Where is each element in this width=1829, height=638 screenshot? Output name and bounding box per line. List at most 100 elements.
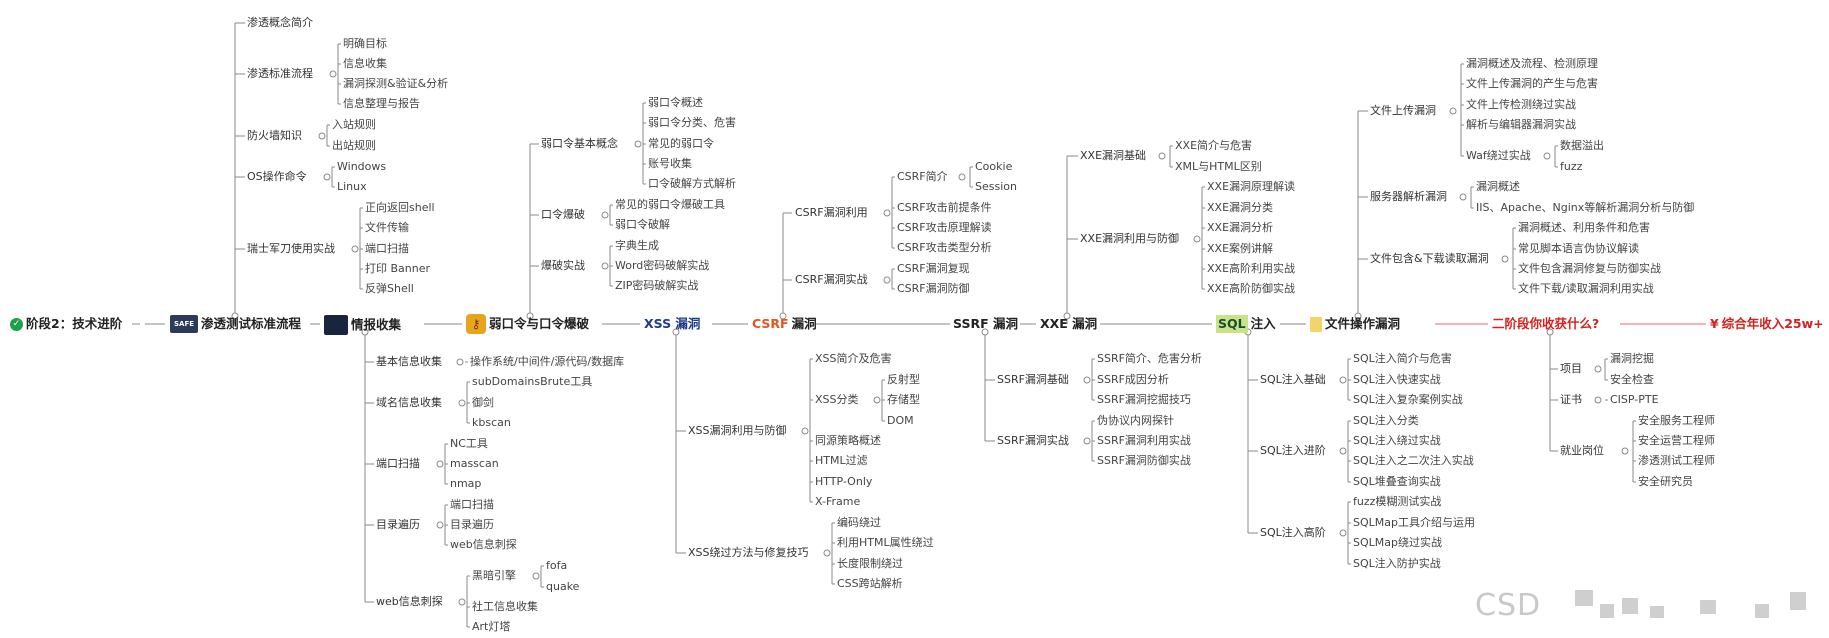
leaf-node[interactable]: 弱口令破解: [615, 218, 670, 231]
branch-node[interactable]: 口令爆破: [541, 208, 585, 221]
leaf-node[interactable]: quake: [546, 580, 580, 593]
leaf-node[interactable]: SQL注入分类: [1353, 414, 1419, 427]
branch-node[interactable]: 文件上传漏洞: [1370, 104, 1436, 117]
leaf-node[interactable]: 目录遍历: [450, 518, 494, 531]
leaf-node[interactable]: XML与HTML区别: [1175, 160, 1262, 173]
branch-node[interactable]: XXE漏洞利用与防御: [1080, 232, 1180, 245]
branch-node[interactable]: 瑞士军刀使用实战: [247, 242, 335, 255]
module-weakpwd[interactable]: ⚷ 弱口令与口令爆破: [466, 314, 589, 334]
branch-node[interactable]: 渗透概念简介: [247, 16, 313, 29]
leaf-node[interactable]: 反弹Shell: [365, 282, 414, 295]
module-sql[interactable]: SQL 注入: [1216, 315, 1276, 333]
leaf-node[interactable]: 弱口令概述: [648, 96, 703, 109]
leaf-node[interactable]: 安全研究员: [1638, 475, 1693, 488]
leaf-node[interactable]: 伪协议内网探针: [1097, 414, 1174, 427]
leaf-node[interactable]: SSRF成因分析: [1097, 373, 1169, 386]
leaf-node[interactable]: 长度限制绕过: [837, 557, 903, 570]
leaf-node[interactable]: fuzz模糊测试实战: [1353, 495, 1442, 508]
branch-node[interactable]: XSS漏洞利用与防御: [688, 424, 787, 437]
branch-node[interactable]: SSRF漏洞实战: [997, 434, 1069, 447]
branch-node[interactable]: SQL注入基础: [1260, 373, 1326, 386]
branch-node[interactable]: 证书: [1560, 393, 1582, 406]
leaf-node[interactable]: Art灯塔: [472, 620, 511, 633]
leaf-node[interactable]: 文件包含漏洞修复与防御实战: [1518, 262, 1661, 275]
module-ssrf[interactable]: SSRF 漏洞: [953, 315, 1018, 333]
leaf-node[interactable]: 数据溢出: [1560, 139, 1604, 152]
branch-node[interactable]: 端口扫描: [376, 457, 420, 470]
leaf-node[interactable]: CISP-PTE: [1610, 393, 1659, 406]
branch-node[interactable]: 爆破实战: [541, 259, 585, 272]
leaf-node[interactable]: IIS、Apache、Nginx等解析漏洞分析与防御: [1476, 201, 1695, 214]
branch-node[interactable]: SQL注入高阶: [1260, 526, 1326, 539]
leaf-node[interactable]: subDomainsBrute工具: [472, 375, 593, 388]
leaf-node[interactable]: ZIP密码破解实战: [615, 279, 699, 292]
leaf-node[interactable]: 文件下载/读取漏洞利用实战: [1518, 282, 1654, 295]
leaf-node[interactable]: 存储型: [887, 393, 920, 406]
module-pentest[interactable]: SAFE 渗透测试标准流程: [170, 315, 301, 333]
leaf-node[interactable]: SSRF漏洞挖掘技巧: [1097, 393, 1191, 406]
leaf-node[interactable]: 口令破解方式解析: [648, 177, 736, 190]
leaf-node[interactable]: 漏洞探测&验证&分析: [343, 77, 449, 90]
leaf-node[interactable]: 文件传输: [365, 221, 409, 234]
leaf-node[interactable]: 解析与编辑器漏洞实战: [1466, 118, 1576, 131]
module-xss[interactable]: XSS 漏洞: [644, 315, 700, 333]
module-xxe[interactable]: XXE 漏洞: [1040, 315, 1097, 333]
leaf-node[interactable]: 信息整理与报告: [343, 97, 420, 110]
leaf-node[interactable]: 文件上传漏洞的产生与危害: [1466, 77, 1598, 90]
leaf-node[interactable]: XSS分类: [815, 393, 859, 406]
branch-node[interactable]: 基本信息收集: [376, 355, 442, 368]
final-node[interactable]: ¥ 综合年收入25w+: [1710, 315, 1824, 333]
leaf-node[interactable]: Windows: [337, 160, 387, 173]
leaf-node[interactable]: Waf绕过实战: [1466, 149, 1531, 162]
leaf-node[interactable]: SQL注入防护实战: [1353, 557, 1441, 570]
branch-node[interactable]: XSS绕过方法与修复技巧: [688, 546, 809, 559]
branch-node[interactable]: CSRF漏洞利用: [795, 206, 868, 219]
leaf-node[interactable]: 安全运营工程师: [1638, 434, 1715, 447]
leaf-node[interactable]: 利用HTML属性绕过: [837, 536, 934, 549]
leaf-node[interactable]: 操作系统/中间件/源代码/数据库: [470, 355, 625, 368]
branch-node[interactable]: XXE漏洞基础: [1080, 149, 1147, 162]
leaf-node[interactable]: 明确目标: [343, 37, 387, 50]
branch-node[interactable]: 文件包含&下载读取漏洞: [1370, 252, 1489, 265]
leaf-node[interactable]: 常见的弱口令: [648, 137, 714, 150]
leaf-node[interactable]: XXE高阶防御实战: [1207, 282, 1296, 295]
leaf-node[interactable]: 端口扫描: [450, 498, 494, 511]
leaf-node[interactable]: XXE高阶利用实战: [1207, 262, 1296, 275]
leaf-node[interactable]: DOM: [887, 414, 914, 427]
leaf-node[interactable]: XXE漏洞分析: [1207, 221, 1274, 234]
leaf-node[interactable]: kbscan: [472, 416, 511, 429]
branch-node[interactable]: 项目: [1560, 362, 1582, 375]
branch-node[interactable]: 目录遍历: [376, 518, 420, 531]
leaf-node[interactable]: 漏洞挖掘: [1610, 352, 1654, 365]
leaf-node[interactable]: nmap: [450, 477, 482, 490]
leaf-node[interactable]: 漏洞概述、利用条件和危害: [1518, 221, 1650, 234]
leaf-node[interactable]: SQL注入快速实战: [1353, 373, 1441, 386]
branch-node[interactable]: 防火墙知识: [247, 129, 302, 142]
leaf-node[interactable]: SQL注入复杂案例实战: [1353, 393, 1463, 406]
leaf-node[interactable]: CSRF攻击类型分析: [897, 241, 992, 254]
leaf-node[interactable]: Word密码破解实战: [615, 259, 710, 272]
leaf-node[interactable]: 端口扫描: [365, 242, 409, 255]
leaf-node[interactable]: X-Frame: [815, 495, 861, 508]
branch-node[interactable]: web信息刺探: [376, 595, 443, 608]
leaf-node[interactable]: Linux: [337, 180, 367, 193]
leaf-node[interactable]: masscan: [450, 457, 499, 470]
leaf-node[interactable]: fuzz: [1560, 160, 1583, 173]
leaf-node[interactable]: SSRF简介、危害分析: [1097, 352, 1202, 365]
module-csrf[interactable]: CSRF 漏洞: [752, 315, 817, 333]
leaf-node[interactable]: 正向返回shell: [365, 201, 435, 214]
leaf-node[interactable]: 反射型: [887, 373, 920, 386]
leaf-node[interactable]: 黑暗引擎: [472, 569, 516, 582]
leaf-node[interactable]: Cookie: [975, 160, 1013, 173]
leaf-node[interactable]: XSS简介及危害: [815, 352, 892, 365]
leaf-node[interactable]: 账号收集: [648, 157, 692, 170]
leaf-node[interactable]: SQLMap绕过实战: [1353, 536, 1442, 549]
leaf-node[interactable]: 同源策略概述: [815, 434, 881, 447]
leaf-node[interactable]: CSRF攻击原理解读: [897, 221, 992, 234]
branch-node[interactable]: SQL注入进阶: [1260, 444, 1326, 457]
leaf-node[interactable]: SQL注入绕过实战: [1353, 434, 1441, 447]
branch-node[interactable]: SSRF漏洞基础: [997, 373, 1069, 386]
branch-node[interactable]: 弱口令基本概念: [541, 137, 618, 150]
leaf-node[interactable]: SSRF漏洞利用实战: [1097, 434, 1191, 447]
leaf-node[interactable]: 漏洞概述及流程、检测原理: [1466, 57, 1598, 70]
